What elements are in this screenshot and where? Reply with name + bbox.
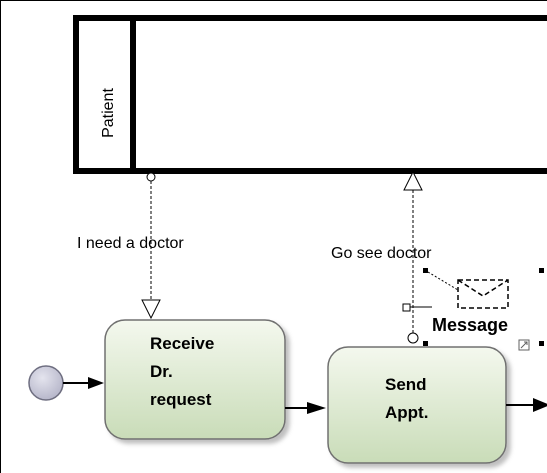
- message-flow-i-need-a-doctor[interactable]: [141, 172, 161, 320]
- task-label-line: Send: [385, 375, 427, 394]
- task-label-line: Appt.: [385, 403, 429, 422]
- message-envelope-icon[interactable]: [457, 279, 509, 309]
- message-flow-label-2: Go see doctor: [331, 245, 432, 262]
- message-association-line: [427, 271, 459, 291]
- sequence-flow-start-to-receive[interactable]: [63, 377, 104, 389]
- pool-label: Patient: [96, 88, 122, 138]
- task-label-receive: Receive Dr. request: [150, 330, 214, 414]
- canvas-border-left: [0, 0, 1, 473]
- sequence-flow-receive-to-send[interactable]: [285, 402, 326, 414]
- task-label-send: Send Appt.: [385, 371, 428, 427]
- sequence-flow-outgoing[interactable]: [506, 398, 547, 412]
- task-label-line: Dr.: [150, 362, 173, 381]
- message-flow-go-see-doctor[interactable]: [403, 170, 423, 344]
- message-label: Message: [432, 315, 509, 335]
- start-event-icon[interactable]: [28, 365, 64, 401]
- task-label-line: request: [150, 390, 212, 409]
- task-label-line: Receive: [150, 334, 215, 353]
- pool-patient[interactable]: [73, 15, 547, 174]
- canvas-border-top: [0, 0, 547, 1]
- pool-label-text: Patient: [100, 88, 117, 138]
- selection-handles: [402, 268, 544, 351]
- message-flow-label-1: I need a doctor: [77, 235, 184, 252]
- task-receive-dr-request[interactable]: [104, 319, 286, 440]
